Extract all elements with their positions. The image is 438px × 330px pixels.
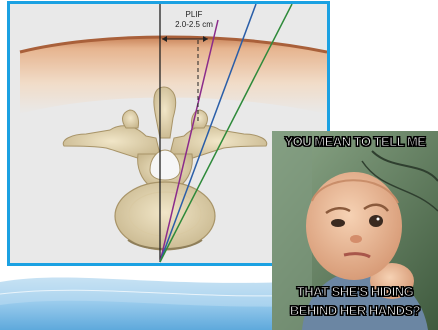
meme-bottom-text: THAT SHE'S HIDING BEHIND HER HANDS? — [272, 282, 438, 320]
plif-label-title: PLIF — [166, 10, 222, 20]
left-facet — [123, 110, 139, 128]
plif-label-range: 2.0-2.5 cm — [166, 20, 222, 30]
skeptical-baby-meme: YOU MEAN TO TELL ME THAT SHE'S HIDING BE… — [272, 131, 438, 330]
meme-top-text: YOU MEAN TO TELL ME — [272, 134, 438, 149]
spinous-process — [154, 87, 176, 138]
baby-head — [306, 172, 402, 280]
meme-bottom-line-1: THAT SHE'S HIDING — [272, 282, 438, 301]
plif-label: PLIF 2.0-2.5 cm — [166, 10, 222, 30]
meme-bottom-line-2: BEHIND HER HANDS? — [272, 301, 438, 320]
